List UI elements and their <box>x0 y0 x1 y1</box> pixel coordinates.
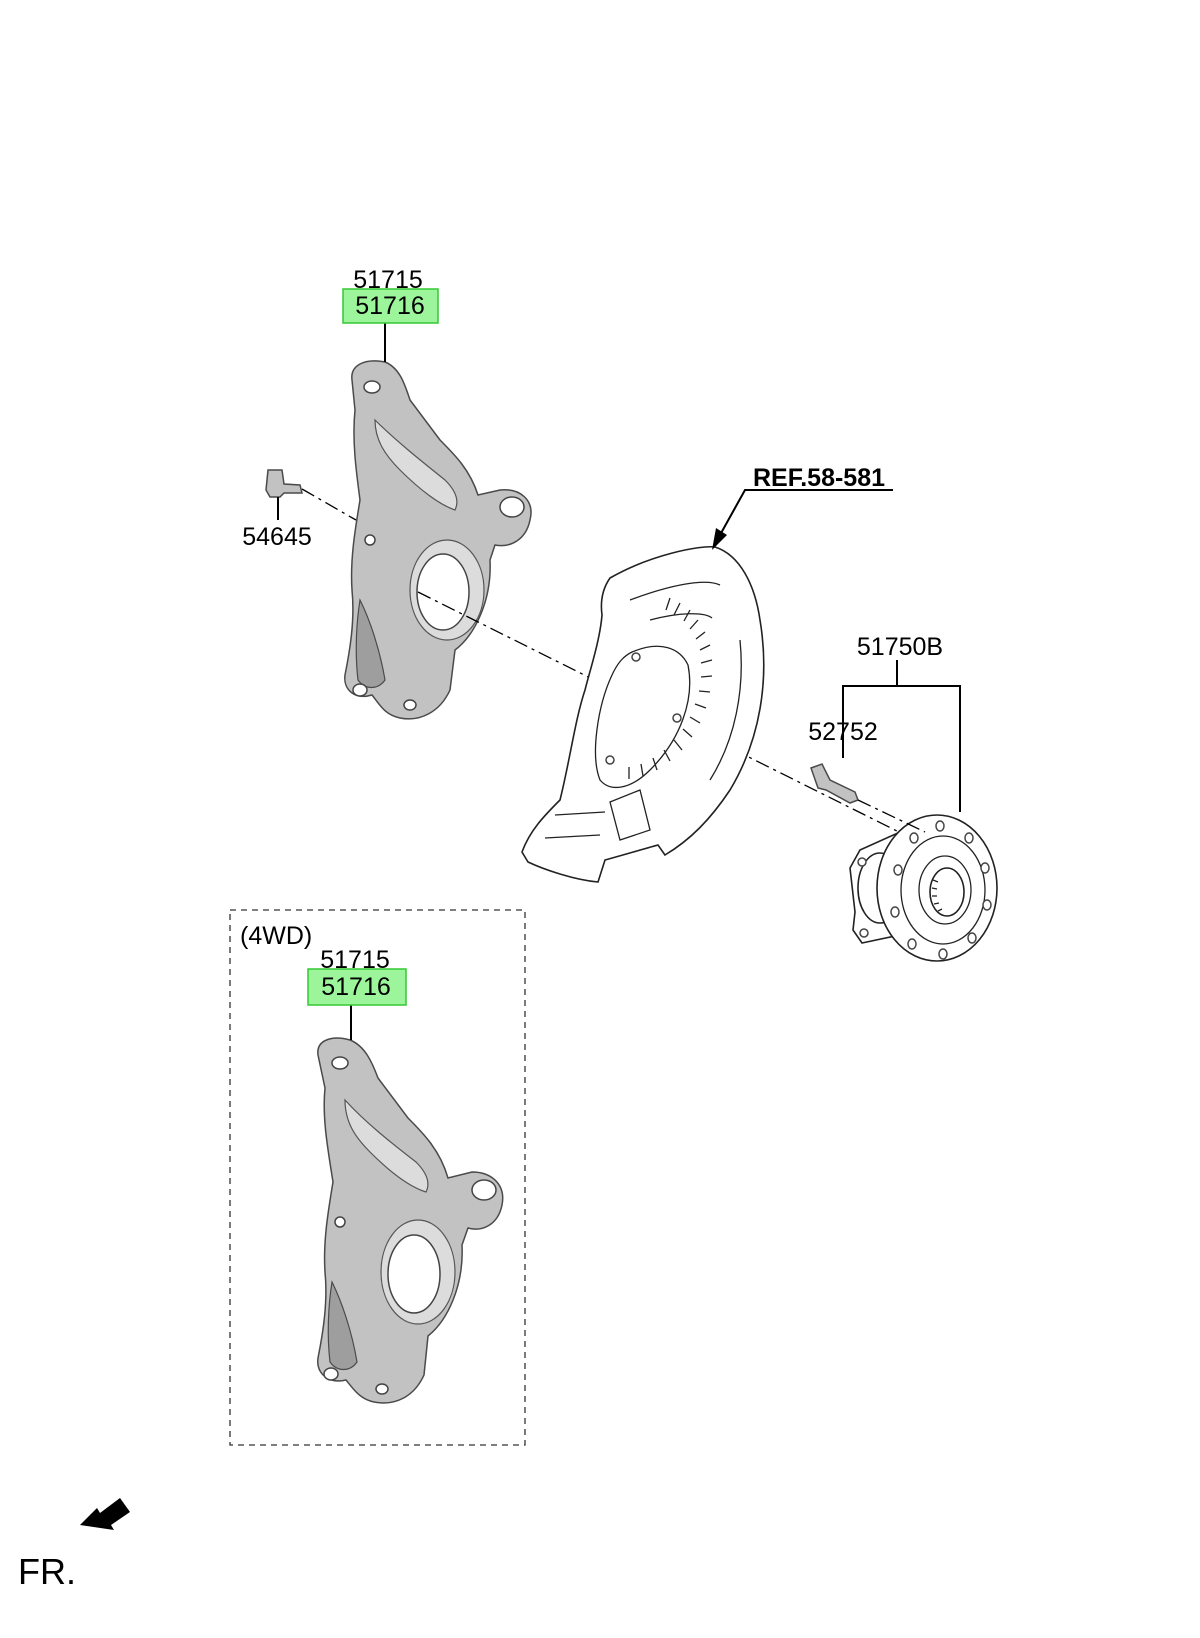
highlight-knuckle-upper[interactable]: 51716 <box>342 288 439 324</box>
hub-bracket-leader <box>842 685 961 812</box>
variant-4wd-box <box>229 909 526 1446</box>
steering-knuckle-4wd[interactable] <box>317 1037 504 1404</box>
label-variant-4wd: (4WD) <box>240 922 312 950</box>
label-knuckle-upper-highlight: 51716 <box>355 292 425 320</box>
ref-leader <box>719 489 893 536</box>
label-front: FR. <box>18 1551 76 1592</box>
bolt-axis-line <box>301 488 357 521</box>
hub-bolt-holes <box>890 820 992 960</box>
label-bolt-54645: 54645 <box>242 523 312 551</box>
front-arrow-icon <box>80 1498 130 1530</box>
highlight-knuckle-4wd[interactable]: 51716 <box>307 968 407 1006</box>
label-hub-bolt: 52752 <box>808 718 878 746</box>
label-knuckle-4wd-highlight: 51716 <box>321 973 391 1001</box>
label-dust-cover-ref[interactable]: REF.58-581 <box>753 464 885 492</box>
hub-bolt-axis-line <box>857 799 926 833</box>
hub-bolt-52752[interactable] <box>810 763 859 804</box>
dust-cover-vent-slots <box>628 597 713 779</box>
hub-spline-teeth <box>931 879 943 912</box>
front-direction-indicator: FR. <box>18 1498 130 1592</box>
label-hub-assembly: 51750B <box>857 633 943 661</box>
ref-arrowhead <box>712 528 727 550</box>
knuckle-bolt-54645[interactable] <box>265 469 303 498</box>
wheel-hub-assembly[interactable] <box>849 814 998 962</box>
brake-dust-cover[interactable] <box>521 545 765 883</box>
steering-knuckle-upper[interactable] <box>344 360 532 720</box>
